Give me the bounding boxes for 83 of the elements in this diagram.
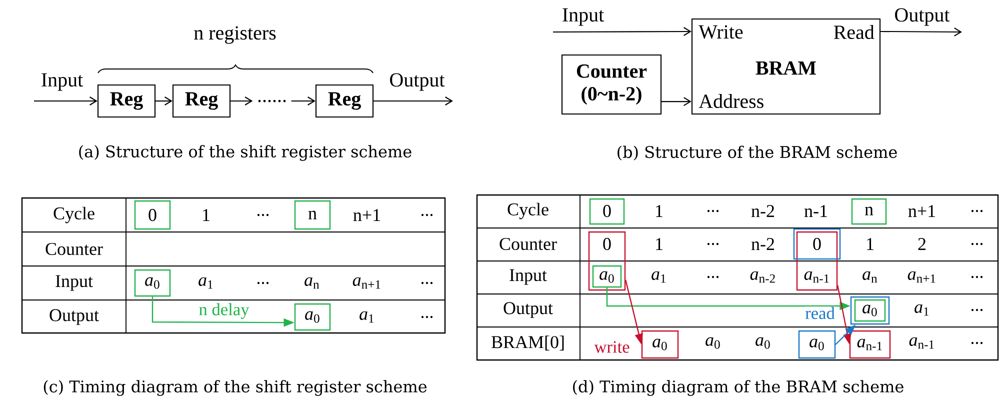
edge-label: read — [804, 306, 836, 320]
edge-label: n delay — [198, 302, 250, 320]
table-cell: ... — [971, 342, 983, 344]
table-cell: Output — [504, 302, 553, 318]
table-cell: Counter — [500, 238, 557, 250]
table-cell: Input — [56, 275, 93, 291]
table-cell: n+1 — [908, 205, 935, 217]
brace-label: n registers — [194, 26, 276, 44]
table-cell: 1 — [656, 238, 662, 250]
arrow — [374, 96, 453, 106]
highlight-box: 0 — [589, 198, 625, 225]
table-cell: a$_{n-1}$ — [909, 337, 934, 349]
table-cell: Input — [510, 269, 547, 285]
arrow — [230, 96, 253, 106]
table-cell: a$_{n-2}$ — [750, 271, 775, 283]
highlight-box: n — [294, 200, 331, 230]
caption: (a) Structure of the shift register scheme — [79, 145, 412, 161]
table-cell: 2 — [918, 238, 926, 250]
highlight-box: 0 — [134, 200, 171, 230]
edge-label: Output — [894, 8, 950, 26]
edge-label: Input — [562, 8, 604, 26]
table-cell: a$_{n}$ — [304, 277, 320, 289]
edge-label: Output — [388, 72, 446, 92]
table-cell: ... — [707, 242, 719, 246]
table-cell: a$_{n}$ — [862, 271, 878, 283]
table-cell: a$_{1}$ — [360, 311, 374, 323]
table-cell: a$_{n+1}$ — [352, 277, 380, 289]
table-cell: ... — [971, 210, 983, 212]
caption: (d) Timing diagram of the BRAM scheme — [573, 380, 904, 396]
register-box: Reg — [315, 84, 374, 118]
table-cell: ... — [971, 276, 983, 278]
caption: (b) Structure of the BRAM scheme — [618, 146, 897, 160]
register-box: Reg — [172, 84, 231, 118]
table-cell: a$_{0}$ — [706, 337, 720, 349]
highlight-box: a$_{n-1}$ — [849, 330, 891, 359]
arrow — [880, 28, 962, 36]
table-cell: ... — [707, 276, 719, 278]
table-cell: n+1 — [353, 209, 380, 221]
table-cell: n-2 — [751, 205, 774, 217]
ellipsis: ...... — [258, 100, 286, 102]
arrow — [291, 96, 316, 106]
table-cell: a$_{1}$ — [198, 277, 213, 289]
highlight-box: a$_{0}$ — [798, 330, 836, 359]
edge-label: Input — [40, 72, 84, 92]
table-cell: Output — [50, 309, 99, 325]
highlight-box: 0 — [793, 228, 841, 260]
table-cell: Cycle — [508, 202, 548, 220]
highlight-box: a$_{0}$ — [134, 269, 171, 297]
table-cell: Counter — [46, 242, 103, 256]
highlight-box: a$_{0}$ — [294, 303, 331, 331]
table-cell: 1 — [867, 238, 874, 250]
table-cell: n-1 — [804, 205, 827, 217]
caption: (c) Timing diagram of the shift register scheme — [44, 380, 427, 396]
highlight-box: n — [851, 198, 887, 225]
table-cell: ... — [257, 214, 269, 216]
table-cell: ... — [971, 242, 983, 246]
highlight-box: a$_{0}$ — [854, 299, 886, 322]
table-cell: ... — [421, 214, 433, 216]
arrow — [156, 96, 172, 106]
table-cell: 1 — [656, 205, 662, 217]
bram-block: Write Read BRAM Address — [691, 18, 881, 115]
table-cell: n-2 — [751, 238, 774, 250]
table-cell: ... — [421, 316, 433, 318]
arrow — [553, 27, 692, 36]
register-box: Reg — [97, 84, 156, 118]
counter-box: Counter (0~n-2) — [561, 54, 662, 115]
highlight-box: a$_{0}$ — [592, 265, 622, 288]
table-cell: ... — [971, 308, 983, 312]
table-cell: ... — [257, 282, 269, 284]
table-cell: a$_{0}$ — [756, 337, 770, 349]
edge-label: write — [594, 340, 630, 354]
table-cell: 1 — [203, 209, 210, 221]
table-cell: a$_{n+1}$ — [908, 271, 936, 283]
table-cell: ... — [421, 282, 433, 284]
highlight-box — [850, 296, 890, 325]
table-cell: a$_{1}$ — [652, 271, 666, 283]
table-cell: Cycle — [54, 206, 94, 224]
table-cell: a$_{1}$ — [914, 304, 929, 316]
table-cell: BRAM[0] — [492, 336, 564, 350]
arrow — [34, 96, 98, 106]
table-cell: ... — [707, 210, 719, 212]
arrow — [662, 97, 692, 106]
highlight-box: a$_{0}$ — [641, 330, 679, 359]
